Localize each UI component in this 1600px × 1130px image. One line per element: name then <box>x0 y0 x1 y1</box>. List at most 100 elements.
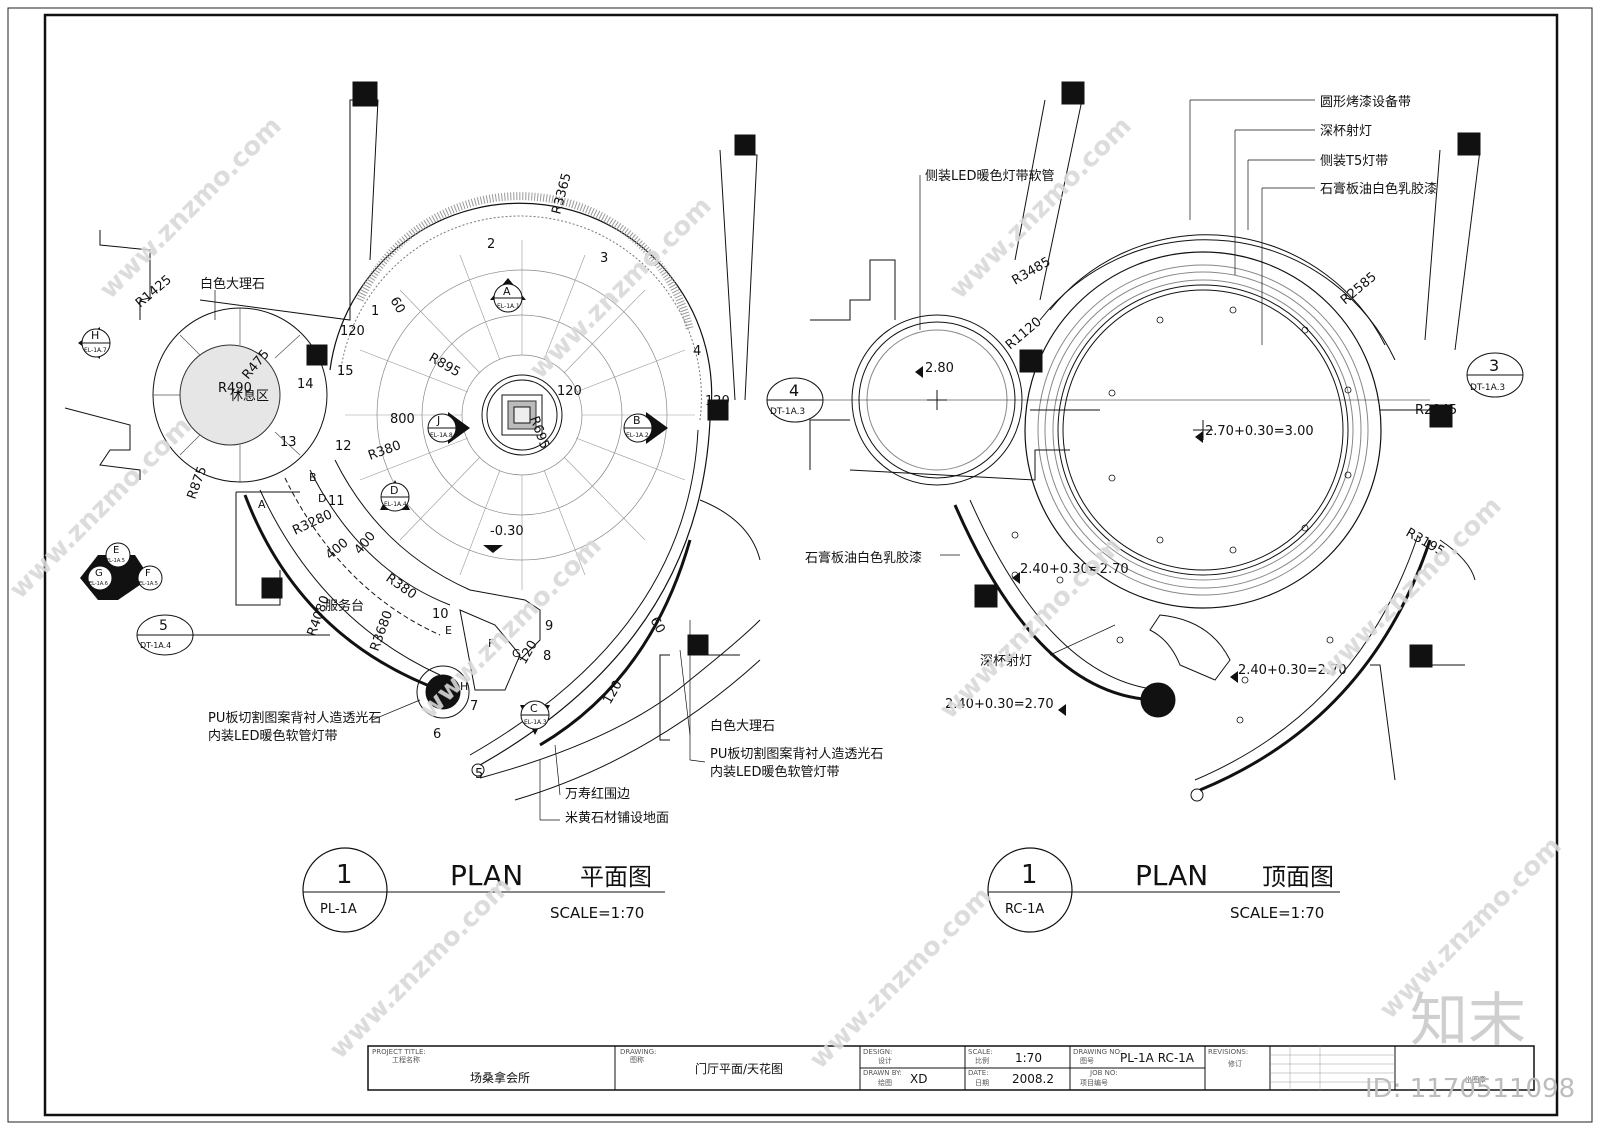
title-right-scale: SCALE=1:70 <box>1230 904 1324 922</box>
svg-text:4: 4 <box>789 381 799 400</box>
level-300: 2.70+0.30=3.00 <box>1205 424 1314 439</box>
tb-drawing-no-en: DRAWING NO: <box>1073 1048 1122 1056</box>
svg-text:EL-1A.2: EL-1A.2 <box>626 432 649 439</box>
title-right-cn: 顶面图 <box>1262 863 1334 891</box>
pt-H: H <box>460 680 468 693</box>
dim-800: 800 <box>390 412 415 427</box>
top-column <box>350 99 379 261</box>
watermark-id: ID: 1170511098 <box>1365 1074 1575 1104</box>
svg-text:DT-1A.3: DT-1A.3 <box>770 407 805 417</box>
dim-r2585: R2585 <box>1338 269 1380 308</box>
left-block-2 <box>261 577 283 599</box>
tb-stamp-cn: 出图章 <box>1465 1075 1486 1084</box>
right-plan-block-3 <box>1019 349 1043 373</box>
marker-B: B EL-1A.2 <box>623 412 668 444</box>
pt-E: E <box>445 624 452 637</box>
label-service-desk: 服务台 <box>325 598 364 614</box>
level-symbols <box>483 366 1238 716</box>
pt-4: 4 <box>693 344 701 359</box>
tb-drawn-value: XD <box>910 1072 927 1086</box>
dim-r3680: R3680 <box>368 609 397 654</box>
wm-2: www.znzmo.com <box>524 191 718 385</box>
rest-area-segments <box>153 308 301 482</box>
tail-under-curve <box>479 619 761 779</box>
svg-text:B: B <box>633 414 641 427</box>
tb-drawing-en: DRAWING: <box>620 1048 656 1056</box>
svg-text:E: E <box>113 545 119 556</box>
svg-text:5: 5 <box>159 618 168 634</box>
desk-inner-arc3 <box>334 459 541 661</box>
right-block-3 <box>687 634 709 656</box>
title-left-number: 1 <box>336 860 353 890</box>
tail-lower-curve <box>514 659 761 801</box>
title-right-en: PLAN <box>1135 859 1208 892</box>
level-280: 2.80 <box>925 361 954 376</box>
svg-text:DT-1A.3: DT-1A.3 <box>1470 383 1505 393</box>
right-plan-block-5 <box>974 584 998 608</box>
title-left: 1 PL-1A PLAN 平面图 SCALE=1:70 <box>302 847 665 933</box>
ceiling-outer <box>1024 251 1382 609</box>
desk-right-shape <box>459 609 521 691</box>
sheet-inner-frame <box>43 13 1559 1117</box>
tb-job-no-en: JOB NO: <box>1089 1069 1118 1077</box>
svg-text:G: G <box>95 568 103 579</box>
title-left-cn: 平面图 <box>580 863 652 891</box>
wm-6: www.znzmo.com <box>934 531 1128 725</box>
column-round-ring <box>416 665 470 719</box>
wm-8: www.znzmo.com <box>324 871 518 1065</box>
upper-band-2 <box>1049 234 1386 346</box>
dim-r875: R875 <box>185 464 211 501</box>
wm-5: www.znzmo.com <box>414 531 608 725</box>
svg-text:3: 3 <box>1489 356 1499 375</box>
label-marble-white: 白色大理石 <box>200 276 265 292</box>
right-column <box>719 149 758 401</box>
pt-12: 12 <box>335 439 352 454</box>
ceiling-ring-4 <box>1057 284 1349 576</box>
label-deep-cup: 深杯射灯 <box>1320 123 1372 139</box>
label-t5: 侧装T5灯带 <box>1320 154 1388 169</box>
pt-A: A <box>258 498 266 511</box>
tb-drawing-no-value: PL-1A RC-1A <box>1120 1051 1195 1065</box>
right-edge-arc <box>1439 539 1476 581</box>
right-wall-lower <box>659 654 740 741</box>
tb-drawing-name: 门厅平面/天花图 <box>695 1061 783 1076</box>
marker-J: J EL-1A.8 <box>427 412 470 444</box>
desk-outer-arc <box>243 494 446 694</box>
tb-project-title-cn: 工程名称 <box>392 1055 420 1064</box>
tb-revisions-en: REVISIONS: <box>1208 1048 1248 1056</box>
dim-120-b: 120 <box>557 384 582 399</box>
tb-drawn-cn: 绘图 <box>878 1078 892 1087</box>
watermarks: www.znzmo.com www.znzmo.com www.znzmo.co… <box>4 111 1568 1075</box>
callout-4: 4 DT-1A.3 <box>766 377 824 423</box>
svg-text:J: J <box>436 414 440 427</box>
spiral-tail-band <box>539 539 692 747</box>
right-curve-end <box>1190 788 1204 802</box>
right-plan-block-4 <box>1429 404 1453 428</box>
label-pu2-line1: PU板切割图案背衬人造透光石 <box>710 746 883 762</box>
right-plan-block-6 <box>1409 644 1433 668</box>
tb-scale-value: 1:70 <box>1015 1051 1042 1065</box>
desk-inner-arc <box>259 489 441 676</box>
svg-text:DT-1A.4: DT-1A.4 <box>140 641 171 650</box>
tb-scale-cn: 比例 <box>975 1056 989 1065</box>
right-wall-lower <box>1370 664 1465 781</box>
label-gypsum-2: 石膏板油白色乳胶漆 <box>805 550 922 566</box>
label-floor-stone: 米黄石材铺设地面 <box>565 811 669 826</box>
dim-r695: R695 <box>526 414 552 451</box>
svg-text:EL-1A.4: EL-1A.4 <box>384 501 407 508</box>
right-curve-lower-2 <box>1194 534 1419 781</box>
right-column-block <box>734 134 756 156</box>
marker-D: D EL-1A.4 <box>380 480 410 512</box>
svg-text:EL-1A.6: EL-1A.6 <box>89 581 108 587</box>
dim-400-a: 400 <box>323 536 352 563</box>
desk-inner-arc2 <box>309 469 451 606</box>
ceiling-ring-5 <box>1062 289 1344 571</box>
plan-right <box>809 81 1481 802</box>
dim-r380-b: R380 <box>383 571 419 603</box>
right-desk <box>1149 614 1231 681</box>
top-column-block <box>352 81 378 107</box>
tb-drawing-no-cn: 图号 <box>1080 1057 1094 1065</box>
leaders-left <box>214 290 706 821</box>
pt-G: G <box>512 647 521 660</box>
marker-EFG: E EL-1A.5 G EL-1A.6 F EL-1A.5 <box>80 542 163 600</box>
